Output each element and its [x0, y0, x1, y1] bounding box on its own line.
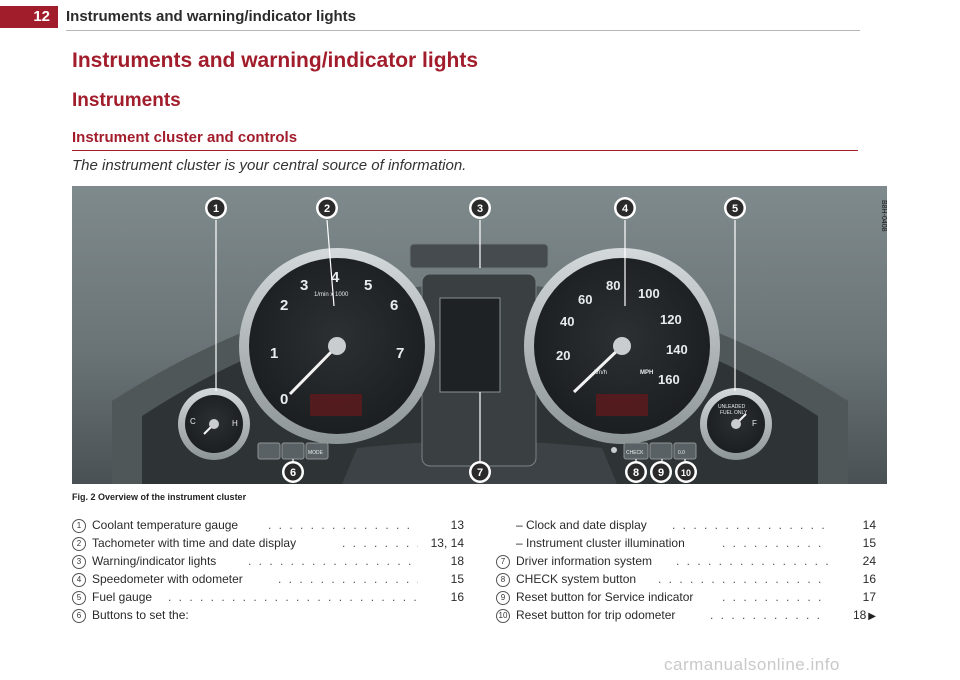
tachometer: 0 1 2 3 4 5 6 7 1/min x 1000	[239, 248, 435, 444]
coolant-gauge: C H	[178, 388, 250, 460]
watermark: carmanualsonline.info	[664, 655, 840, 674]
warning-lights-panel	[409, 243, 549, 269]
callout-6: 6	[282, 461, 304, 483]
tach-tick-7: 7	[396, 345, 404, 362]
callout-7: 7	[469, 461, 491, 483]
speedo-tick-100: 100	[638, 286, 660, 301]
trip-button-label: 0.0	[678, 450, 685, 456]
section-title: Instruments	[72, 90, 181, 111]
callout-leaders	[215, 219, 736, 466]
callouts: 1 2 3 4 5 6 7	[205, 197, 746, 483]
mode-button-label: MODE	[308, 450, 324, 456]
right-buttons: CHECK 0.0	[611, 442, 697, 460]
speedo-tick-40: 40	[560, 314, 574, 329]
speedo-mph-label: MPH	[640, 370, 653, 376]
svg-text:10: 10	[681, 468, 691, 478]
fuel-gauge: UNLEADED FUEL ONLY F	[700, 388, 772, 460]
speedo-tick-120: 120	[660, 312, 682, 327]
svg-text:7: 7	[477, 467, 483, 479]
tach-hub	[328, 337, 346, 355]
svg-text:6: 6	[290, 467, 296, 479]
list-ref: 18	[852, 608, 867, 622]
svg-text:1: 1	[213, 203, 219, 215]
continue-arrow-icon: ▶	[868, 611, 876, 622]
tach-tick-1: 1	[270, 345, 278, 362]
list-item: – Clock and date display . . . . . . . .…	[516, 518, 876, 532]
speedo-tick-140: 140	[666, 342, 688, 357]
speedo-tick-60: 60	[578, 292, 592, 307]
speedometer: 20 40 60 80 100 120 140 160 MPH km/h	[524, 248, 720, 444]
speedo-tick-80: 80	[606, 278, 620, 293]
svg-text:3: 3	[477, 203, 483, 215]
page-number: 12	[0, 6, 58, 28]
coolant-cold-label: C	[190, 417, 196, 426]
fuel-note: UNLEADED	[718, 404, 746, 410]
svg-text:2: 2	[324, 203, 330, 215]
speedo-tick-160: 160	[658, 372, 680, 387]
list-item: – Instrument cluster illumination . . . …	[516, 536, 876, 550]
chapter-title: Instruments and warning/indicator lights	[72, 49, 479, 72]
running-header-title: Instruments and warning/indicator lights	[66, 8, 357, 25]
header-rule	[66, 30, 860, 31]
svg-text:8: 8	[633, 467, 639, 479]
svg-text:9: 9	[658, 467, 664, 479]
intro-text: The instrument cluster is your central s…	[72, 157, 467, 174]
figure-caption-text: Overview of the instrument cluster	[98, 492, 247, 502]
callout-8: 8	[625, 461, 647, 483]
speedo-hub	[613, 337, 631, 355]
callout-2: 2	[316, 197, 338, 219]
tach-tick-6: 6	[390, 297, 398, 314]
instrument-cluster-illustration: 0 1 2 3 4 5 6 7 1/min x 1000 20 40 60 8	[72, 186, 887, 484]
callout-1: 1	[205, 197, 227, 219]
tach-tick-4: 4	[331, 269, 340, 286]
speedo-lcd	[596, 394, 648, 416]
callout-10: 10	[675, 461, 697, 483]
legend-list-right: – Clock and date display . . . . . . . .…	[496, 516, 876, 624]
instrument-cluster-figure: 0 1 2 3 4 5 6 7 1/min x 1000 20 40 60 8	[72, 186, 887, 484]
subsection-title: Instrument cluster and controls	[72, 129, 298, 146]
callout-5: 5	[724, 197, 746, 219]
fuel-full-label: F	[752, 419, 757, 428]
driver-info-display	[439, 297, 501, 393]
speedo-needle	[572, 344, 624, 394]
tach-needle	[288, 344, 339, 396]
figure-code: B8H-0408	[880, 200, 887, 232]
clock-buttons: MODE	[257, 442, 329, 460]
callout-4: 4	[614, 197, 636, 219]
coolant-hot-label: H	[232, 419, 238, 428]
speedo-kmh-label: km/h	[594, 370, 607, 376]
tach-lcd	[310, 394, 362, 416]
svg-text:5: 5	[732, 203, 738, 215]
tach-tick-2: 2	[280, 297, 288, 314]
tach-tick-5: 5	[364, 277, 372, 294]
callout-9: 9	[650, 461, 672, 483]
fuel-note-2: FUEL ONLY	[720, 410, 748, 416]
tach-unit: 1/min x 1000	[314, 292, 349, 298]
check-button-label: CHECK	[626, 450, 644, 456]
figure-caption: Fig. 2 Overview of the instrument cluste…	[72, 492, 246, 502]
tach-tick-0: 0	[280, 391, 288, 408]
figure-caption-label: Fig. 2	[72, 492, 96, 502]
tach-tick-3: 3	[300, 277, 308, 294]
speedo-tick-20: 20	[556, 348, 570, 363]
callout-3: 3	[469, 197, 491, 219]
svg-text:4: 4	[622, 203, 629, 215]
subsection-rule	[72, 150, 858, 151]
